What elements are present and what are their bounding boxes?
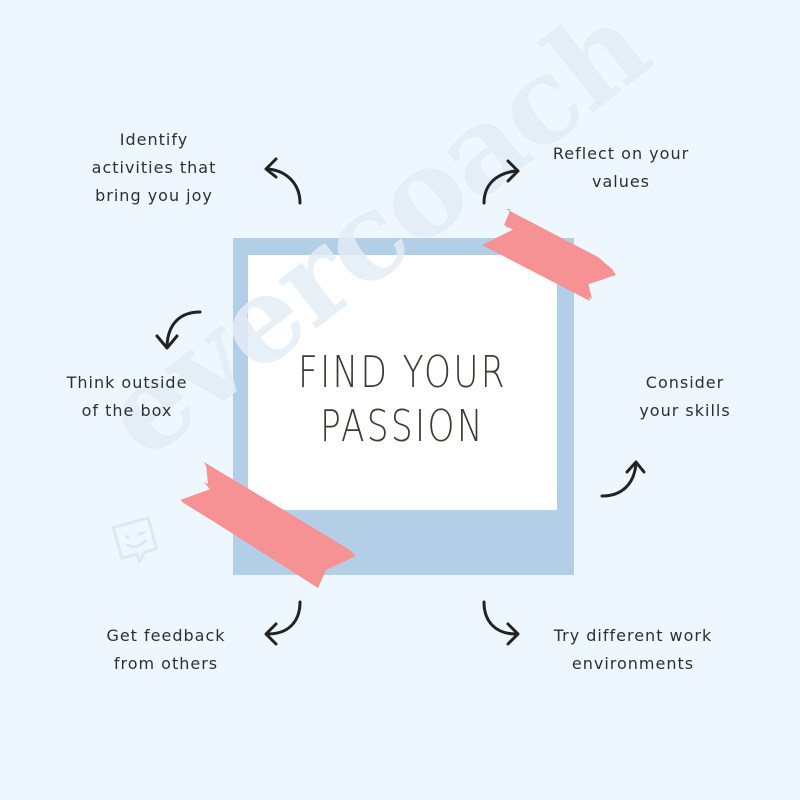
tip-line: values bbox=[591, 172, 651, 191]
tip-consider-skills: Consider your skills bbox=[630, 369, 740, 425]
tip-think-outside: Think outside of the box bbox=[62, 369, 192, 425]
tip-get-feedback: Get feedback from others bbox=[100, 622, 232, 678]
polaroid-photo-area: FIND YOUR PASSION bbox=[248, 255, 557, 510]
curved-arrow-icon bbox=[264, 600, 302, 646]
tip-line: Consider bbox=[645, 373, 725, 392]
curved-arrow-icon bbox=[482, 600, 520, 646]
curved-arrow-icon bbox=[155, 310, 202, 350]
tip-line: Try different work bbox=[553, 626, 713, 645]
curved-arrow-icon bbox=[600, 460, 646, 498]
winking-face-speech-bubble-icon bbox=[111, 516, 158, 564]
tip-try-environments: Try different work environments bbox=[540, 622, 726, 678]
title-line-2: PASSION bbox=[320, 401, 485, 452]
tip-line: Reflect on your bbox=[552, 144, 690, 163]
tip-line: activities that bbox=[91, 158, 217, 177]
washi-tape-icon bbox=[180, 462, 356, 588]
tip-line: your skills bbox=[639, 401, 731, 420]
tip-line: Think outside bbox=[66, 373, 188, 392]
title-line-1: FIND YOUR bbox=[297, 347, 507, 398]
tip-line: from others bbox=[113, 654, 219, 673]
tip-line: bring you joy bbox=[95, 186, 213, 205]
tip-reflect-values: Reflect on your values bbox=[548, 140, 694, 196]
curved-arrow-icon bbox=[264, 157, 302, 205]
tip-line: of the box bbox=[81, 401, 173, 420]
tip-line: Get feedback bbox=[106, 626, 226, 645]
curved-arrow-icon bbox=[482, 159, 520, 205]
washi-tape-icon bbox=[482, 209, 616, 301]
tip-identify-joy: Identify activities that bring you joy bbox=[84, 126, 224, 210]
tip-line: Identify bbox=[119, 130, 189, 149]
tip-line: environments bbox=[571, 654, 695, 673]
